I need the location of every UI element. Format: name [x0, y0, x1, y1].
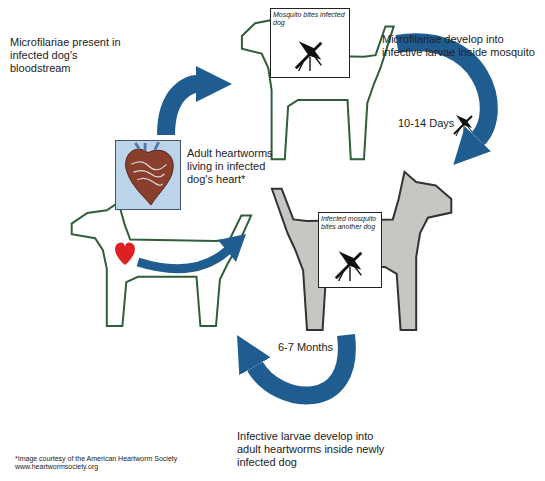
mosquito-holder [330, 247, 370, 285]
annotation-label: Infective larvae develop into adult hear… [237, 430, 387, 469]
cycle-arrow [166, 84, 196, 135]
heartworm-dog: Adult heartworms living in infected dog'… [55, 135, 277, 335]
red-heart [115, 242, 135, 265]
mosquito-symbol [290, 37, 330, 71]
heart-image-box [115, 140, 181, 210]
mosquito-legs [339, 264, 362, 281]
dog-silhouette [72, 202, 251, 326]
heart-shape [126, 149, 174, 205]
mosquito-legs [299, 54, 322, 71]
heartworms [132, 162, 167, 185]
annotation-label: Microfilariae develop into infective lar… [382, 33, 542, 59]
mosquito-legs [456, 124, 472, 136]
mosquito-body [454, 116, 472, 134]
mosquito-holder [290, 37, 330, 75]
node-text: Infected mosquito bites another dog [321, 215, 379, 232]
mosquito-wing [456, 115, 467, 125]
mosquito-box [270, 8, 350, 78]
annotation-label: Microfilariae present in infected dog's … [10, 36, 128, 75]
cycle-arrow [255, 335, 347, 396]
heart-vessels [135, 142, 158, 151]
node-text: Adult heartworms living in infected dog'… [187, 147, 277, 186]
node-text: Mosquito bites infected dog [273, 11, 347, 28]
newly-infected-dog: Infected mosquito bites another dog [268, 165, 463, 335]
infected-dog: Mosquito bites infected dog [232, 4, 397, 164]
edge-label: 6-7 Months [278, 341, 333, 353]
dog-silhouette [272, 172, 451, 330]
mosquito-symbol [454, 115, 472, 136]
mosquito-wing [463, 120, 472, 128]
heart-illustration [116, 141, 180, 209]
edge-label: 10-14 Days [398, 117, 454, 129]
cycle-arrow [397, 42, 489, 138]
mosquito-symbol [330, 247, 370, 281]
annotation-label: *Image courtesy of the American Heartwor… [15, 455, 195, 472]
